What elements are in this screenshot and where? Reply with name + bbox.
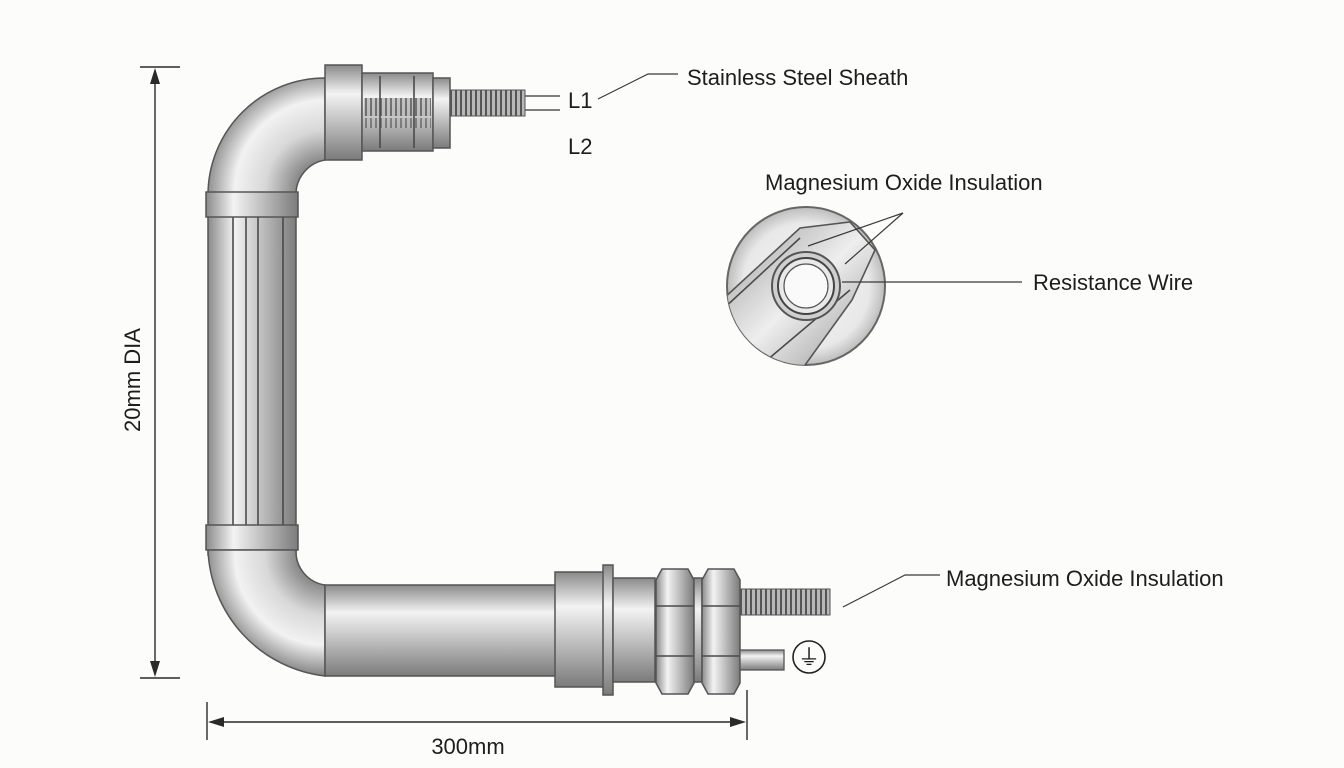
ground-symbol: ⏚: [798, 645, 820, 670]
terminal-l2-label: L2: [568, 134, 592, 159]
upper-collar: [205, 191, 299, 218]
lower-collar: [205, 524, 299, 551]
lower-elbow: [207, 549, 326, 677]
heater-tube: [205, 77, 558, 677]
sheath-callout: Stainless Steel Sheath: [687, 65, 908, 90]
cross-section: [726, 206, 886, 366]
ground-icon: [792, 640, 826, 674]
leader-lines: [597, 73, 1022, 608]
height-dimension: 20mm DIA: [120, 66, 180, 679]
insulation-bottom-callout: Magnesium Oxide Insulation: [946, 566, 1224, 591]
horizontal-tube: [324, 584, 558, 677]
resistance-wire-callout: Resistance Wire: [1033, 270, 1193, 295]
terminal-l1-label: L1: [568, 88, 592, 113]
height-dimension-label: 20mm DIA: [120, 328, 145, 432]
width-dimension-label: 300mm: [431, 734, 504, 759]
top-fitting: [324, 64, 560, 161]
bottom-fitting: [554, 564, 831, 696]
upper-elbow: [207, 77, 326, 196]
width-dimension: 300mm: [206, 690, 748, 759]
insulation-top-callout: Magnesium Oxide Insulation: [765, 170, 1043, 195]
